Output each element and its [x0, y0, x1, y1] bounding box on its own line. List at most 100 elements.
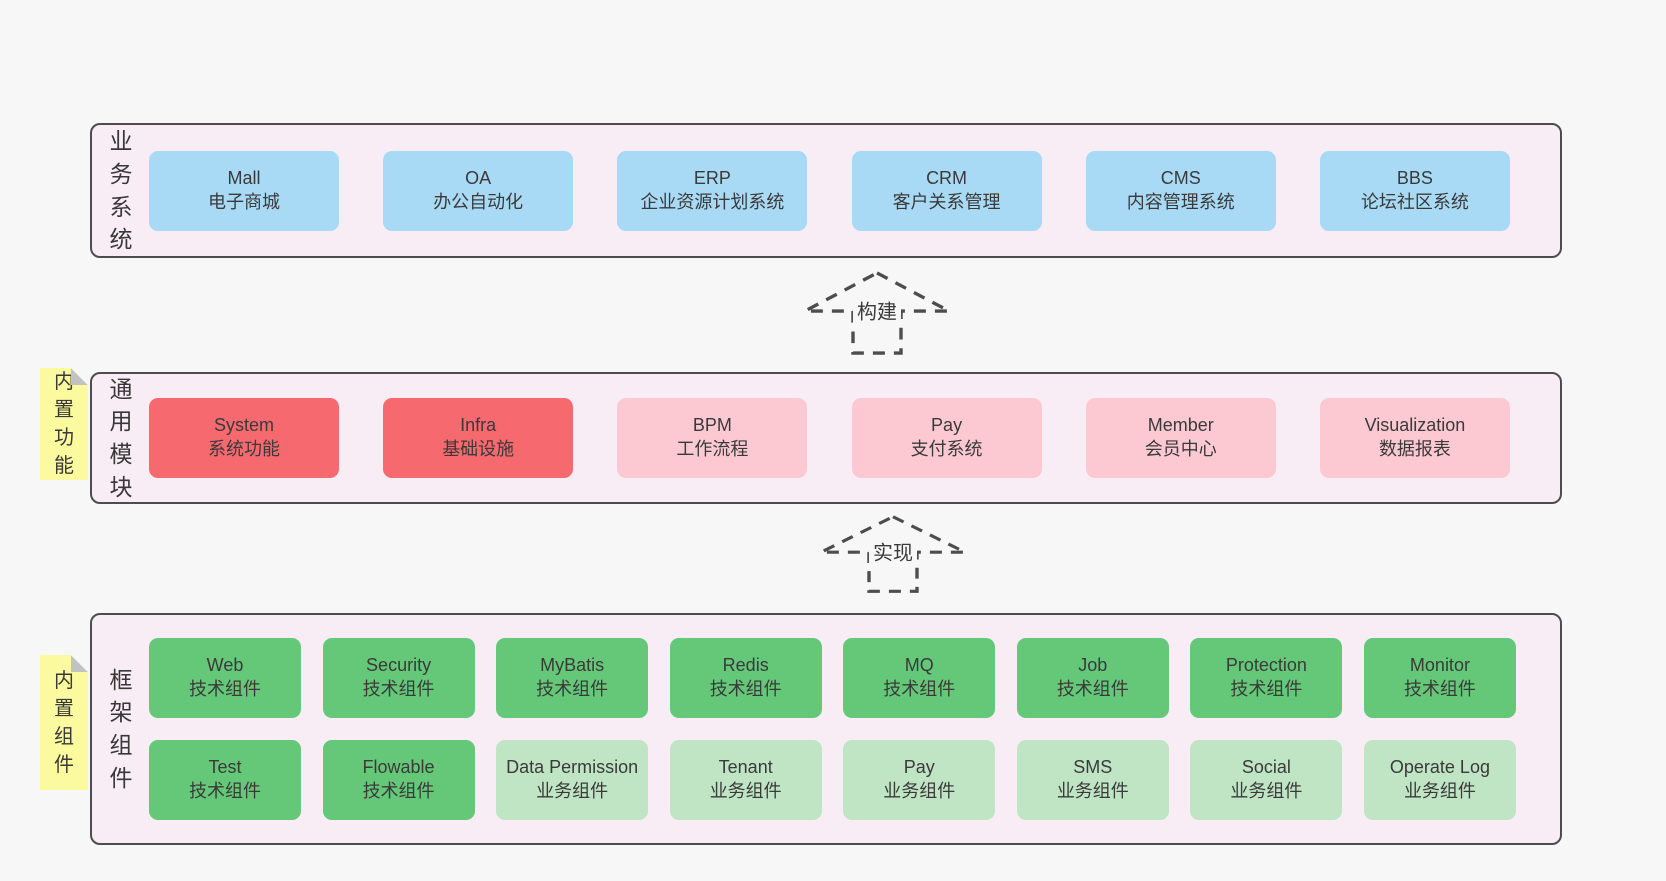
box-subtitle: 技术组件 — [1056, 679, 1129, 699]
box-subtitle: 数据报表 — [1378, 439, 1451, 459]
sticky-note-label: 内置功能 — [54, 371, 74, 477]
arrow-build: 构建 — [802, 270, 952, 356]
component-box-operate-log: Operate Log 业务组件 — [1363, 740, 1516, 820]
box-title: Web — [206, 655, 244, 676]
component-box-job: Job 技术组件 — [1016, 638, 1169, 718]
box-subtitle: 技术组件 — [883, 679, 956, 699]
band-framework-components: 框架组件 Web 技术组件 Security 技术组件 MyBatis 技术组件… — [90, 613, 1562, 845]
business-box-oa: OA 办公自动化 — [383, 150, 574, 231]
fold-corner-icon — [71, 655, 88, 672]
box-title: OA — [465, 167, 492, 188]
band-business-systems: 业务系统 Mall 电子商城 OA 办公自动化 ERP 企业资源计划系统 CRM… — [90, 123, 1562, 258]
business-box-crm: CRM 客户关系管理 — [851, 150, 1042, 231]
box-subtitle: 工作流程 — [676, 439, 749, 459]
module-box-bpm: BPM 工作流程 — [617, 398, 808, 478]
box-subtitle: 业务组件 — [1403, 781, 1476, 801]
band-common-label: 通用模块 — [109, 375, 133, 500]
component-box-tenant: Tenant 业务组件 — [669, 740, 822, 820]
box-subtitle: 客户关系管理 — [892, 191, 1001, 212]
arrow-build-label: 构建 — [853, 294, 901, 326]
box-title: Infra — [460, 415, 497, 436]
box-subtitle: 办公自动化 — [433, 191, 524, 212]
arrow-implement: 实现 — [818, 514, 968, 594]
box-title: Operate Log — [1389, 757, 1490, 778]
sticky-note-label: 内置组件 — [54, 669, 74, 776]
box-title: System — [213, 415, 274, 436]
box-subtitle: 会员中心 — [1144, 439, 1217, 459]
business-box-mall: Mall 电子商城 — [149, 150, 339, 231]
component-box-web: Web 技术组件 — [149, 638, 301, 718]
box-title: Job — [1078, 655, 1108, 676]
box-subtitle: 技术组件 — [362, 781, 435, 801]
box-title: Pay — [903, 757, 935, 778]
box-subtitle: 电子商城 — [208, 191, 280, 212]
common-box-row: System 系统功能 Infra 基础设施 BPM 工作流程 Pay 支付系统… — [149, 398, 1510, 478]
framework-box-row-1: Web 技术组件 Security 技术组件 MyBatis 技术组件 Redi… — [149, 638, 1516, 718]
component-box-pay: Pay 业务组件 — [843, 740, 996, 820]
framework-box-row-2: Test 技术组件 Flowable 技术组件 Data Permission … — [149, 740, 1516, 820]
box-title: Flowable — [362, 757, 435, 778]
box-title: Tenant — [718, 757, 773, 778]
box-title: CRM — [926, 167, 968, 188]
business-box-erp: ERP 企业资源计划系统 — [617, 150, 808, 231]
box-subtitle: 技术组件 — [189, 781, 261, 801]
box-subtitle: 技术组件 — [1230, 679, 1303, 699]
box-title: Social — [1241, 757, 1291, 778]
box-title: Monitor — [1409, 655, 1470, 676]
box-title: Pay — [931, 415, 963, 436]
business-box-cms: CMS 内容管理系统 — [1085, 150, 1276, 231]
box-subtitle: 技术组件 — [1403, 679, 1476, 699]
box-subtitle: 系统功能 — [208, 439, 280, 459]
component-box-redis: Redis 技术组件 — [669, 638, 822, 718]
box-subtitle: 业务组件 — [1230, 781, 1303, 801]
band-business-label: 业务系统 — [109, 128, 133, 253]
box-title: Security — [366, 655, 432, 676]
arrow-implement-label: 实现 — [869, 535, 917, 567]
box-subtitle: 业务组件 — [536, 781, 609, 801]
component-box-sms: SMS 业务组件 — [1016, 740, 1169, 820]
box-subtitle: 业务组件 — [709, 781, 782, 801]
business-box-row: Mall 电子商城 OA 办公自动化 ERP 企业资源计划系统 CRM 客户关系… — [149, 150, 1510, 231]
box-title: CMS — [1160, 167, 1201, 188]
module-box-infra: Infra 基础设施 — [383, 398, 574, 478]
component-box-monitor: Monitor 技术组件 — [1363, 638, 1516, 718]
box-title: Protection — [1225, 655, 1307, 676]
sticky-note-builtin-features: 内置功能 — [40, 368, 88, 480]
box-title: Data Permission — [506, 757, 639, 778]
module-box-visualization: Visualization 数据报表 — [1319, 398, 1510, 478]
module-box-system: System 系统功能 — [149, 398, 339, 478]
box-title: Redis — [722, 655, 769, 676]
box-title: Member — [1147, 415, 1214, 436]
component-box-security: Security 技术组件 — [322, 638, 475, 718]
box-title: SMS — [1073, 757, 1113, 778]
box-title: BBS — [1396, 167, 1433, 188]
sticky-note-builtin-components: 内置组件 — [40, 655, 88, 790]
component-box-test: Test 技术组件 — [149, 740, 301, 820]
component-box-flowable: Flowable 技术组件 — [322, 740, 475, 820]
component-box-social: Social 业务组件 — [1190, 740, 1343, 820]
box-subtitle: 基础设施 — [442, 439, 515, 459]
band-framework-label: 框架组件 — [109, 666, 133, 791]
box-title: BPM — [692, 415, 732, 436]
box-subtitle: 业务组件 — [883, 781, 956, 801]
box-subtitle: 支付系统 — [910, 439, 983, 459]
business-box-bbs: BBS 论坛社区系统 — [1319, 150, 1510, 231]
box-title: MQ — [904, 655, 934, 676]
arrow-up-icon — [820, 514, 966, 593]
box-subtitle: 技术组件 — [362, 679, 435, 699]
box-title: Mall — [227, 167, 261, 188]
box-subtitle: 技术组件 — [536, 679, 609, 699]
box-title: ERP — [693, 167, 731, 188]
arrow-up-icon — [804, 271, 950, 355]
box-title: Test — [208, 757, 242, 778]
box-subtitle: 内容管理系统 — [1126, 191, 1235, 212]
module-box-member: Member 会员中心 — [1085, 398, 1276, 478]
framework-box-rows: Web 技术组件 Security 技术组件 MyBatis 技术组件 Redi… — [149, 638, 1516, 820]
box-subtitle: 论坛社区系统 — [1360, 191, 1469, 212]
box-subtitle: 业务组件 — [1056, 781, 1129, 801]
box-subtitle: 技术组件 — [709, 679, 782, 699]
component-box-mybatis: MyBatis 技术组件 — [496, 638, 649, 718]
component-box-protection: Protection 技术组件 — [1190, 638, 1343, 718]
component-box-mq: MQ 技术组件 — [843, 638, 996, 718]
